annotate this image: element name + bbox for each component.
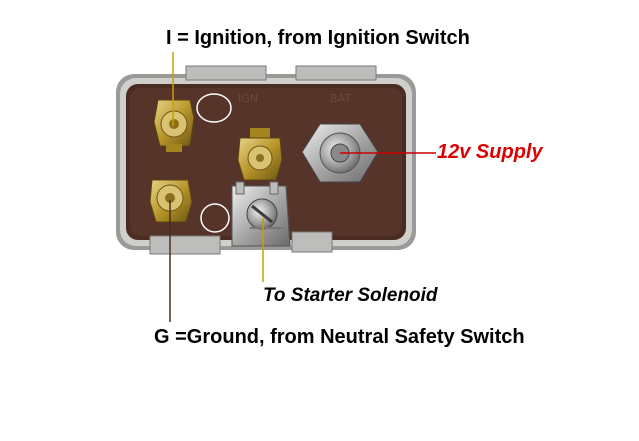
ground-marker-circle	[200, 203, 230, 233]
svg-text:BAT: BAT	[330, 92, 351, 105]
ignition-label: I = Ignition, from Ignition Switch	[166, 27, 470, 49]
ground-terminal	[149, 179, 193, 223]
ignition-terminal	[153, 99, 195, 152]
ground-label: G =Ground, from Neutral Safety Switch	[154, 326, 525, 348]
supply-label: 12v Supply	[437, 141, 543, 163]
center-terminal	[237, 128, 283, 181]
svg-text:IGN: IGN	[238, 92, 258, 105]
ignition-marker-circle	[196, 93, 232, 123]
starter-terminal	[231, 181, 291, 247]
starter-solenoid-label: To Starter Solenoid	[263, 285, 438, 306]
